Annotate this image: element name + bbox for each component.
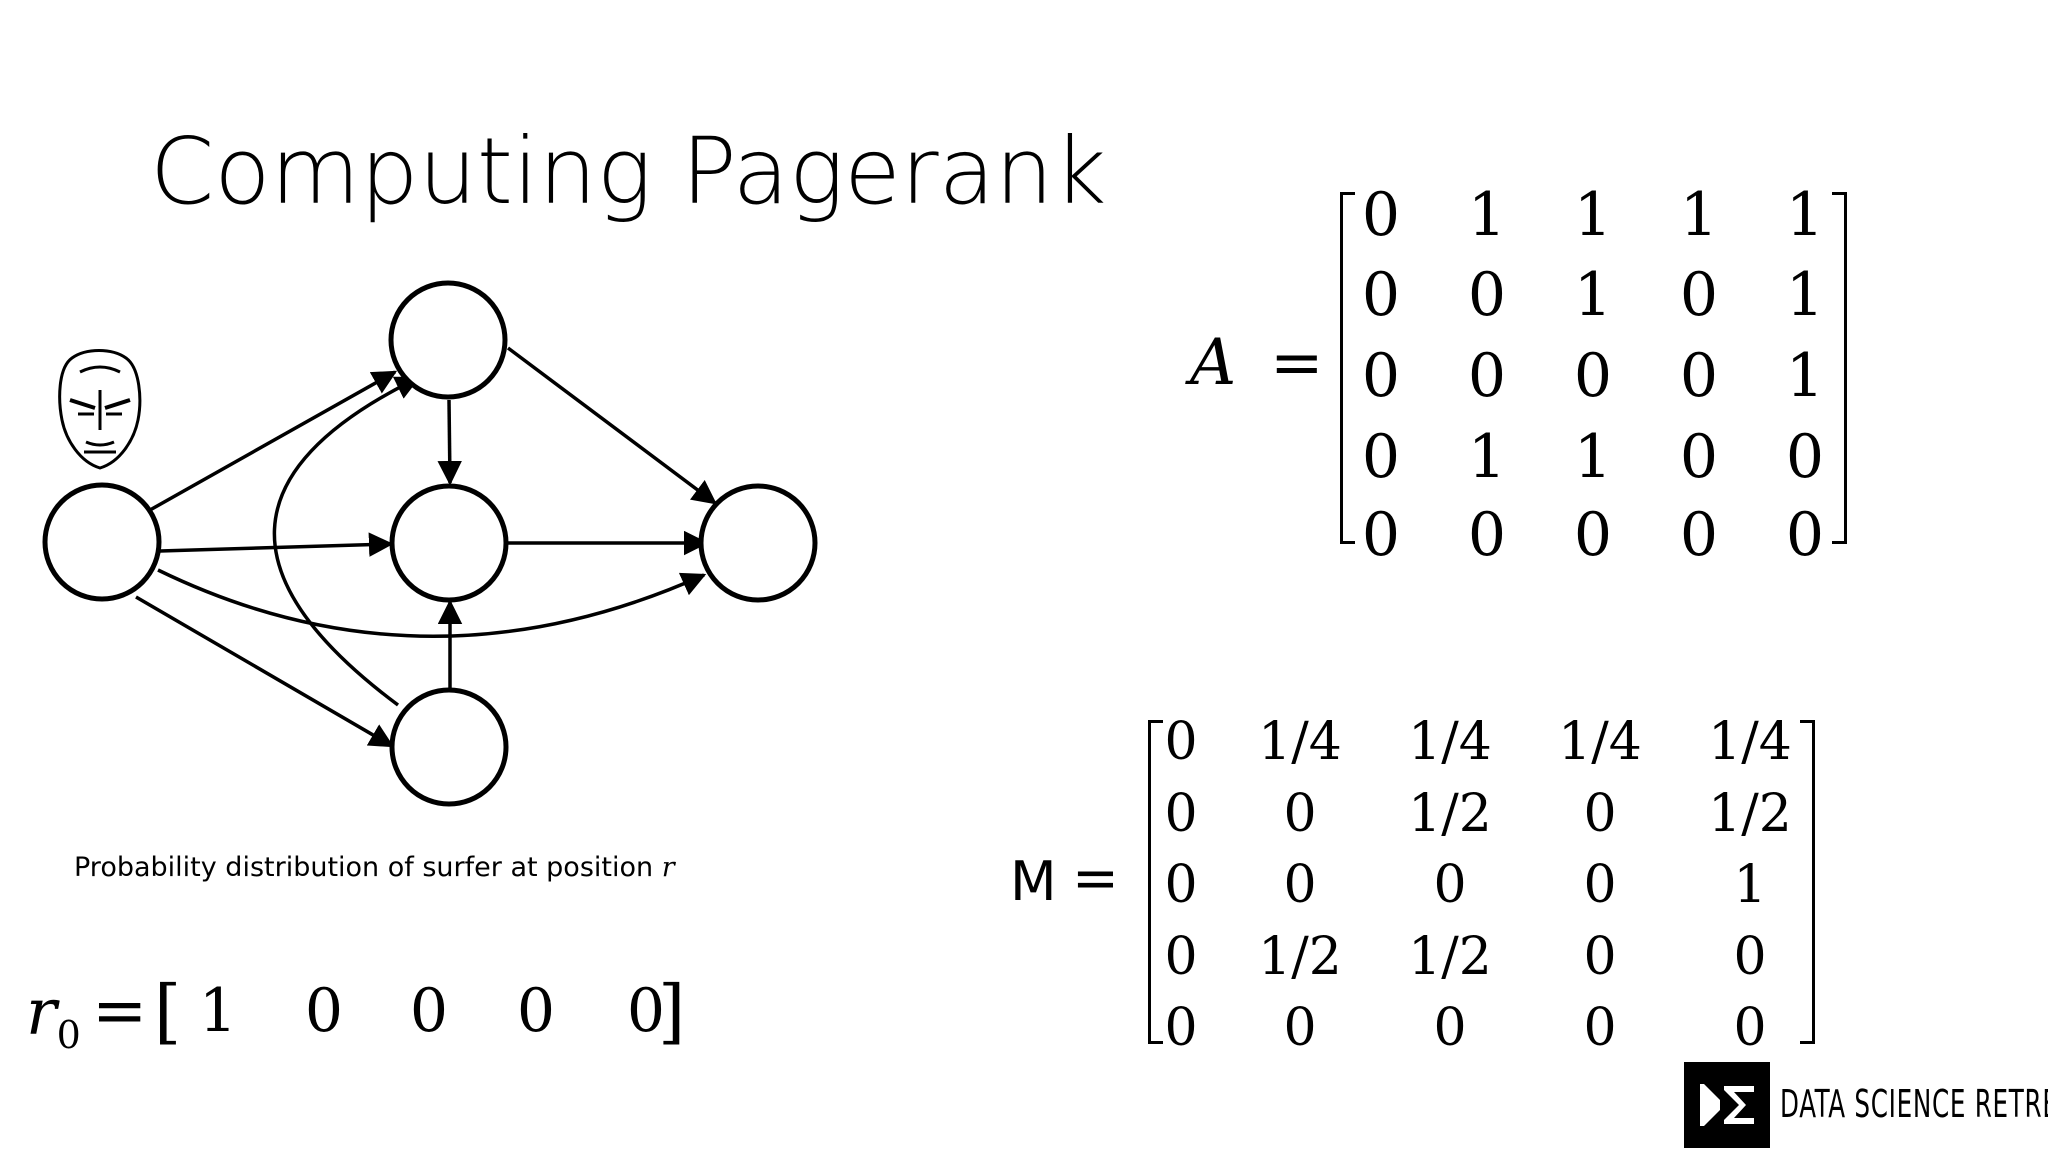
matrix-m-cell: 1/4 bbox=[1558, 712, 1642, 772]
matrix-a-cell: 0 bbox=[1679, 341, 1719, 411]
matrix-a-name: A bbox=[1190, 326, 1237, 400]
matrix-a-cell: 1 bbox=[1785, 180, 1825, 250]
matrix-a-cell: 0 bbox=[1785, 422, 1825, 492]
r0-equals: = bbox=[92, 972, 148, 1049]
matrix-m-cell: 0 bbox=[1583, 927, 1617, 987]
matrix-a-cell: 0 bbox=[1785, 500, 1825, 570]
matrix-a-cell: 0 bbox=[1361, 260, 1401, 330]
matrix-a-cell: 0 bbox=[1361, 341, 1401, 411]
matrix-m-cell: 0 bbox=[1164, 855, 1198, 915]
matrix-a-cell: 0 bbox=[1573, 341, 1613, 411]
matrix-m-cell: 0 bbox=[1733, 998, 1767, 1058]
edge-n2-n5 bbox=[506, 346, 717, 505]
r0-left-bracket: [ bbox=[154, 970, 182, 1052]
r0-value: 0 bbox=[304, 976, 344, 1046]
matrix-m-cell: 1/2 bbox=[1408, 784, 1492, 844]
matrix-m-cell: 1/4 bbox=[1408, 712, 1492, 772]
matrix-a-cell: 1 bbox=[1467, 180, 1507, 250]
matrix-m-cell: 0 bbox=[1164, 927, 1198, 987]
edge-n4-n2 bbox=[272, 376, 421, 707]
matrix-m-left-bracket bbox=[1148, 720, 1163, 1044]
node-n3 bbox=[389, 483, 509, 603]
matrix-m-right-bracket bbox=[1800, 720, 1815, 1044]
matrix-m-cell: 1/2 bbox=[1408, 927, 1492, 987]
matrix-a-cell: 0 bbox=[1361, 500, 1401, 570]
r0-value: 0 bbox=[409, 976, 449, 1046]
matrix-a-cell: 1 bbox=[1785, 341, 1825, 411]
matrix-m-cell: 0 bbox=[1433, 855, 1467, 915]
matrix-a-left-bracket bbox=[1340, 192, 1355, 544]
matrix-m-cell: 1/2 bbox=[1708, 784, 1792, 844]
matrix-m-cell: 0 bbox=[1164, 784, 1198, 844]
matrix-a-cell: 0 bbox=[1679, 500, 1719, 570]
matrix-a-right-bracket bbox=[1832, 192, 1847, 544]
matrix-m-cell: 0 bbox=[1583, 998, 1617, 1058]
matrix-a-cell: 0 bbox=[1679, 260, 1719, 330]
r0-value: 1 bbox=[198, 976, 238, 1046]
matrix-m-cell: 0 bbox=[1164, 712, 1198, 772]
matrix-m-cell: 1/4 bbox=[1258, 712, 1342, 772]
matrix-a-cell: 0 bbox=[1361, 422, 1401, 492]
matrix-m-name: M bbox=[1010, 850, 1057, 913]
edge-n1-n2 bbox=[149, 370, 398, 512]
matrix-m-cell: 1/4 bbox=[1708, 712, 1792, 772]
face-icon bbox=[58, 349, 142, 470]
edge-n1-n4 bbox=[135, 595, 395, 748]
graph-caption: Probability distribution of surfer at po… bbox=[74, 852, 675, 883]
matrix-m-cell: 0 bbox=[1733, 927, 1767, 987]
edge-n2-n3 bbox=[437, 399, 462, 486]
edge-n1-n5 bbox=[157, 568, 707, 638]
slide-title: Computing Pagerank bbox=[150, 118, 1107, 225]
matrix-m-cell: 0 bbox=[1583, 784, 1617, 844]
matrix-a-cell: 0 bbox=[1679, 422, 1719, 492]
matrix-a-cell: 0 bbox=[1573, 500, 1613, 570]
matrix-m-cell: 0 bbox=[1283, 855, 1317, 915]
matrix-m-cell: 0 bbox=[1283, 784, 1317, 844]
matrix-m-cell: 1 bbox=[1733, 855, 1767, 915]
r0-value: 0 bbox=[626, 976, 666, 1046]
matrix-a-cell: 1 bbox=[1573, 260, 1613, 330]
matrix-a-cell: 0 bbox=[1361, 180, 1401, 250]
matrix-a-cell: 1 bbox=[1573, 422, 1613, 492]
r0-value: 0 bbox=[516, 976, 556, 1046]
node-n1 bbox=[42, 482, 162, 602]
node-n4 bbox=[389, 687, 509, 807]
matrix-m-cell: 1/2 bbox=[1258, 927, 1342, 987]
logo bbox=[1684, 1062, 1770, 1148]
matrix-m-equals: = bbox=[1072, 846, 1119, 911]
matrix-a-equals: = bbox=[1270, 326, 1324, 400]
matrix-m-cell: 0 bbox=[1283, 998, 1317, 1058]
matrix-a-cell: 0 bbox=[1467, 260, 1507, 330]
sigma-icon bbox=[1700, 1084, 1754, 1126]
r0-label: r0 bbox=[26, 976, 81, 1057]
logo-text: DATA SCIENCE RETREAT bbox=[1780, 1082, 2048, 1126]
matrix-m-cell: 0 bbox=[1583, 855, 1617, 915]
matrix-a-cell: 0 bbox=[1467, 341, 1507, 411]
matrix-a-cell: 1 bbox=[1573, 180, 1613, 250]
matrix-a-cell: 0 bbox=[1467, 500, 1507, 570]
node-n2 bbox=[388, 280, 508, 400]
matrix-m-cell: 0 bbox=[1164, 998, 1198, 1058]
matrix-m-cell: 0 bbox=[1433, 998, 1467, 1058]
matrix-a-cell: 1 bbox=[1679, 180, 1719, 250]
matrix-a-cell: 1 bbox=[1785, 260, 1825, 330]
matrix-a-cell: 1 bbox=[1467, 422, 1507, 492]
r0-right-bracket: ] bbox=[658, 970, 686, 1052]
node-n5 bbox=[698, 483, 818, 603]
